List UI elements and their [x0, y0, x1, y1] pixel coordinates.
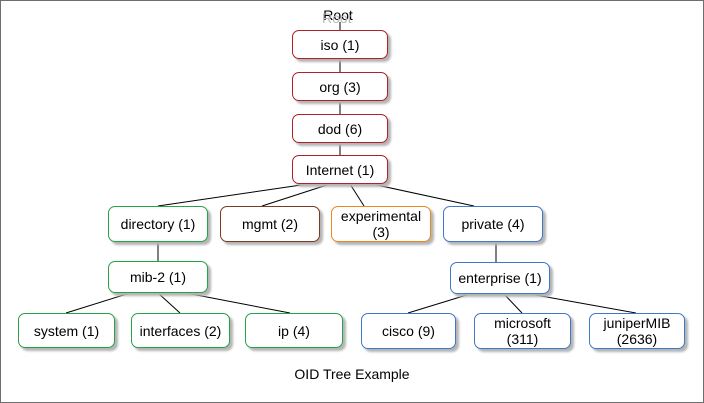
node-private[interactable]: private (4) — [443, 206, 543, 242]
node-cisco[interactable]: cisco (9) — [361, 313, 456, 349]
diagram-caption: OID Tree Example — [294, 366, 410, 382]
edge-enterprise-juniper — [529, 293, 637, 314]
node-directory[interactable]: directory (1) — [108, 206, 208, 242]
root-label: Root — [323, 7, 353, 23]
node-mib2[interactable]: mib-2 (1) — [108, 261, 208, 293]
edge-mib2-interfaces — [157, 292, 181, 314]
edge-internet-mgmt — [261, 183, 331, 207]
node-interfaces[interactable]: interfaces (2) — [131, 313, 230, 348]
node-junipermib[interactable]: juniperMIB (2636) — [589, 313, 685, 349]
edge-enterprise-cisco — [407, 293, 471, 314]
edge-internet-directory — [157, 183, 309, 207]
root-ghost-label: Root — [322, 10, 352, 26]
edge-internet-private — [371, 183, 475, 207]
edge-enterprise-microsoft — [503, 293, 523, 314]
node-mgmt[interactable]: mgmt (2) — [220, 206, 320, 242]
node-internet[interactable]: Internet (1) — [292, 155, 388, 184]
edge-mib2-ip — [185, 292, 291, 314]
node-ip[interactable]: ip (4) — [245, 313, 343, 348]
node-experimental[interactable]: experimental (3) — [331, 206, 431, 242]
node-system[interactable]: system (1) — [18, 313, 115, 348]
node-enterprise[interactable]: enterprise (1) — [450, 262, 550, 294]
edge-mib2-system — [65, 292, 131, 314]
node-microsoft[interactable]: microsoft (311) — [474, 313, 571, 349]
node-org[interactable]: org (3) — [292, 72, 388, 101]
node-iso[interactable]: iso (1) — [292, 30, 388, 59]
node-dod[interactable]: dod (6) — [292, 114, 388, 143]
edge-internet-experimental — [349, 183, 365, 207]
